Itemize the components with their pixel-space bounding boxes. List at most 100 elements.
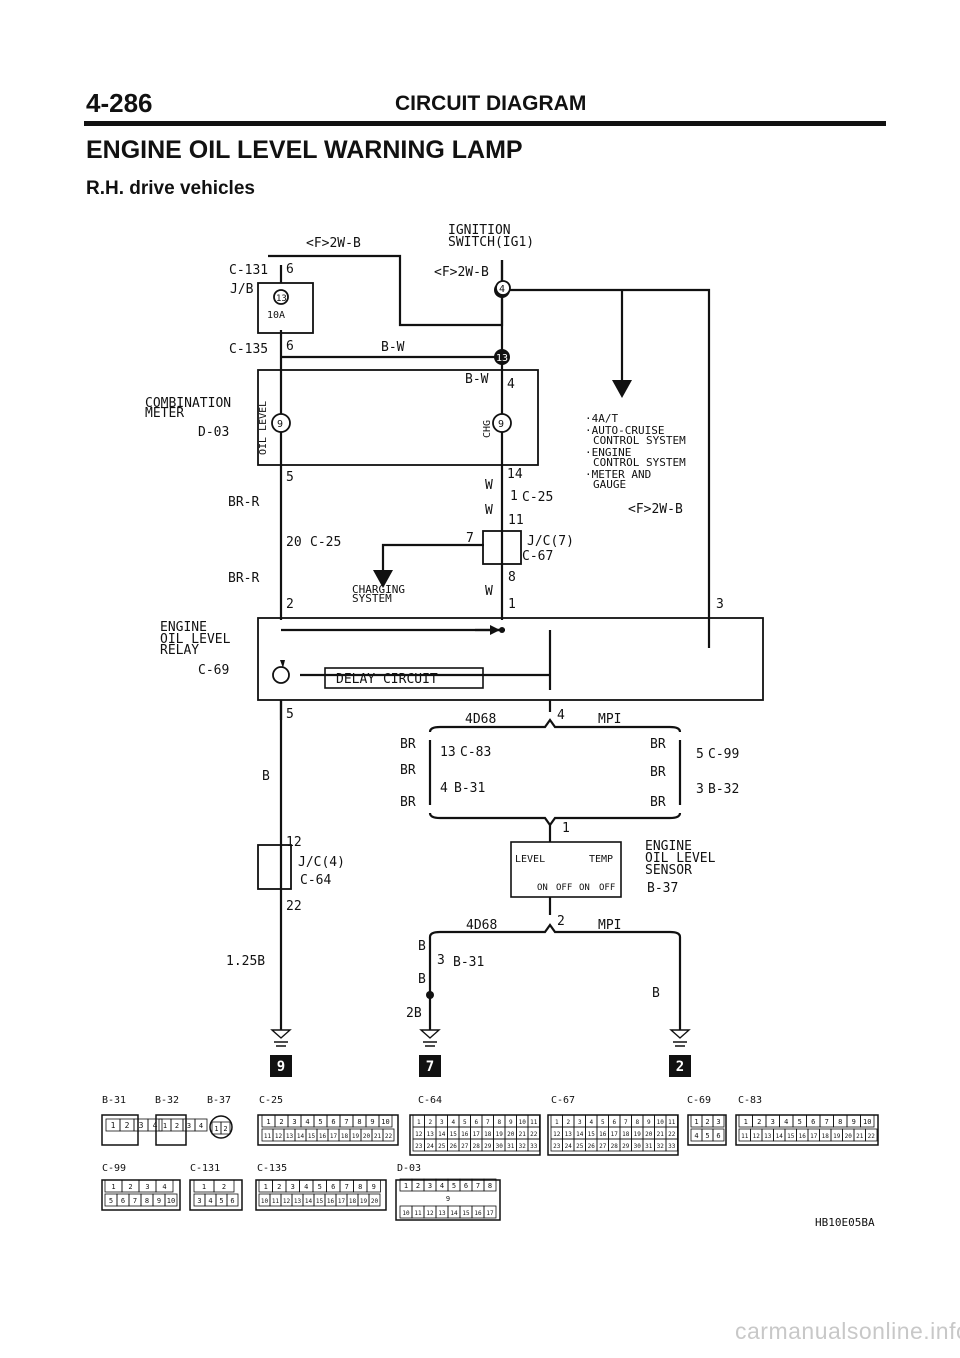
connector-pin: 23 xyxy=(415,1143,423,1150)
connector-pin: 15 xyxy=(588,1131,596,1138)
switch-off-label: OFF xyxy=(556,883,572,893)
wire-labels: <F>2W-B IGNITION SWITCH(IG1) C-131 6 J/B… xyxy=(145,223,875,1229)
connector-pin: 10 xyxy=(519,1119,527,1126)
connector-pin: 10 xyxy=(402,1210,410,1217)
wire-color-label: BR xyxy=(650,795,666,810)
connector-ref: C-25 xyxy=(310,535,341,550)
wire-color-label: B xyxy=(418,939,426,954)
connector-pin: 31 xyxy=(507,1143,515,1150)
connector-pin: 30 xyxy=(496,1143,504,1150)
connector-ref: B-31 xyxy=(454,781,485,796)
pin-number: 12 xyxy=(286,835,302,850)
connector-ref: B-31 xyxy=(453,955,484,970)
connector-pin: 1 xyxy=(214,1125,218,1133)
connector-pin: 19 xyxy=(496,1131,504,1138)
connector-pin: 15 xyxy=(787,1133,795,1140)
pin-number: 2 xyxy=(286,597,294,612)
pin-number: 4 xyxy=(557,708,565,723)
connector-pin: 10 xyxy=(657,1119,665,1126)
wire-color-label: W xyxy=(485,478,493,493)
connector-pin: 18 xyxy=(341,1133,349,1140)
connector-pin: 17 xyxy=(486,1210,494,1217)
connector-pin: 8 xyxy=(358,1183,362,1191)
connector-pin: 2 xyxy=(416,1182,420,1190)
connector-pin: 18 xyxy=(622,1131,630,1138)
connector-pin-cell xyxy=(382,1128,395,1142)
connector-pin-cell xyxy=(712,1128,725,1142)
watermark: carmanualsonline.info xyxy=(735,1318,960,1344)
connector-pin: 2 xyxy=(128,1183,132,1191)
connector-pin: 4 xyxy=(589,1119,593,1126)
pin-number: 11 xyxy=(508,513,524,528)
joint-connector-label: J/C(4) xyxy=(298,855,345,870)
connector-pin: 17 xyxy=(330,1133,338,1140)
connector-pin: 31 xyxy=(645,1143,653,1150)
connector-pin: 10 xyxy=(167,1197,175,1205)
diagram-title: ENGINE OIL LEVEL WARNING LAMP xyxy=(86,136,523,164)
connector-id: C-131 xyxy=(190,1163,220,1174)
component-label: COMBINATION xyxy=(145,396,231,411)
connector-pin: 1 xyxy=(555,1119,559,1126)
connector-ref: C-83 xyxy=(460,745,491,760)
fuse-rating: 10A xyxy=(267,310,285,321)
fuse-icon xyxy=(273,289,289,305)
connector-pin: 4 xyxy=(784,1118,788,1126)
connector-pin: 12 xyxy=(415,1131,423,1138)
meter-lamps xyxy=(271,280,512,684)
connector-ref: C-131 xyxy=(229,263,268,278)
junction-block-label: J/B xyxy=(230,282,254,297)
connector-pin: 1 xyxy=(744,1118,748,1126)
connector-pin: 8 xyxy=(145,1197,149,1205)
wire-color-label: BR xyxy=(400,795,416,810)
connector-pin: 24 xyxy=(565,1143,573,1150)
system-list-item: ·AUTO-CRUISE xyxy=(585,424,664,437)
section-heading: CIRCUIT DIAGRAM xyxy=(395,92,587,115)
connector-pin-cell xyxy=(213,1179,235,1193)
connector-pin: 32 xyxy=(519,1143,527,1150)
ignition-terminal-icon xyxy=(495,280,511,296)
pin-number: 13 xyxy=(440,745,456,760)
connector-pin: 28 xyxy=(473,1143,481,1150)
connector-pin: 2 xyxy=(566,1119,570,1126)
connector-pin-cell xyxy=(155,1179,174,1193)
wire-color-label: B-W xyxy=(381,340,405,355)
connector-pin: 16 xyxy=(319,1133,327,1140)
connector-pin: 11 xyxy=(272,1198,280,1205)
connector-pin: 1 xyxy=(404,1182,408,1190)
connector-pin: 3 xyxy=(187,1122,191,1130)
connector-pin: 9 xyxy=(509,1119,513,1126)
connector-ref: C-64 xyxy=(300,873,331,888)
connector-pin: 17 xyxy=(338,1198,346,1205)
wire-color-label: B xyxy=(418,972,426,987)
connector-pin-cell xyxy=(378,1114,393,1128)
connector-pin-cell xyxy=(368,1193,381,1207)
connector-id: B-37 xyxy=(207,1095,231,1106)
connector-ref: C-69 xyxy=(198,663,229,678)
connector-pin: 20 xyxy=(507,1131,515,1138)
connector-pin: 19 xyxy=(634,1131,642,1138)
wire-color-label: <F>2W-B xyxy=(434,265,489,280)
pin-number: 4 xyxy=(499,284,505,295)
pin-number: 20 xyxy=(286,535,302,550)
pin-number: 1 xyxy=(510,489,518,504)
connector-pin: 3 xyxy=(771,1118,775,1126)
connector-pin: 20 xyxy=(371,1198,379,1205)
connector-pin: 12 xyxy=(553,1131,561,1138)
connector-pin: 33 xyxy=(530,1143,538,1150)
connector-id: C-69 xyxy=(687,1095,711,1106)
connector-id: C-99 xyxy=(102,1163,126,1174)
connector-pin: 21 xyxy=(519,1131,527,1138)
wire-color-label: BR-R xyxy=(228,495,259,510)
connector-pin: 16 xyxy=(799,1133,807,1140)
connector-pin: 15 xyxy=(462,1210,470,1217)
connector-ref: C-99 xyxy=(708,747,739,762)
connector-pin: 19 xyxy=(833,1133,841,1140)
connector-pin: 8 xyxy=(488,1182,492,1190)
connector-pin: 25 xyxy=(438,1143,446,1150)
reference-code: HB10E05BA xyxy=(815,1216,875,1229)
connector-pin-cell xyxy=(147,1118,163,1132)
connector-pin: 1 xyxy=(111,1121,116,1130)
connector-pin: 5 xyxy=(318,1118,322,1126)
connector-pin: 3 xyxy=(440,1119,444,1126)
connector-pin: 6 xyxy=(121,1197,125,1205)
